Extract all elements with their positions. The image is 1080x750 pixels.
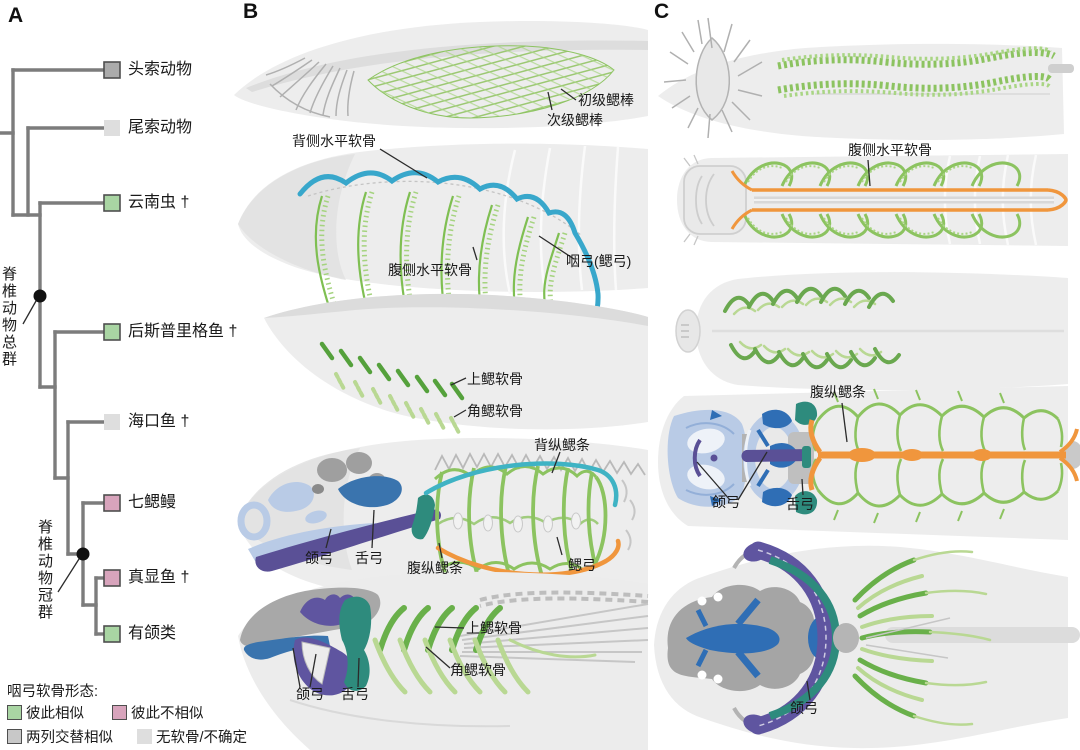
panel-c-letter: C	[654, 0, 670, 23]
phylogenetic-tree	[0, 61, 121, 643]
panel-c-artwork	[654, 17, 1080, 749]
label-dorsal-horizontal-cartilage: 背侧水平软骨	[292, 133, 376, 149]
total-group-pointer-line	[22, 300, 37, 325]
label-hyoid-arch-lamprey-c: 舌弓	[786, 496, 814, 512]
legend-swatch-alternating	[7, 729, 22, 744]
legend-swatch-dissimilar	[112, 705, 127, 720]
label-ventral-horizontal-cartilage-c: 腹侧水平软骨	[848, 142, 932, 158]
tip-label-euphanerops: 真显鱼 †	[128, 569, 190, 586]
label-branchial-arch: 鳃弓	[568, 557, 596, 573]
label-ceratobranchial-sprigg: 角鳃软骨	[467, 403, 523, 419]
gnathostome-ventral	[654, 541, 1080, 749]
gill-basket	[367, 45, 615, 119]
panel-b-artwork	[234, 20, 649, 750]
label-pharyngeal-arch: 咽弓(鳃弓)	[566, 253, 632, 269]
tip-label-haikouichthys: 海口鱼 †	[128, 413, 190, 430]
tail-squiggles	[621, 479, 636, 551]
legend-item-dissimilar: 彼此不相似	[112, 702, 204, 723]
oral-cirri	[265, 57, 355, 118]
crown-group-node-dot	[76, 547, 90, 561]
hyoid-elements	[795, 401, 818, 515]
label-secondary-gill-bar: 次级鳃棒	[547, 112, 603, 128]
label-epibranchial-gnath: 上鳃软骨	[466, 620, 522, 636]
dorsal-longitudinal-rod	[423, 461, 619, 508]
lamprey-lateral	[237, 437, 648, 603]
oral-cirri-rosette	[663, 17, 763, 139]
postsprigg-dorsal	[675, 272, 1068, 391]
legend-item-none: 无软骨/不确定	[137, 726, 247, 747]
ceratobranchial-row	[334, 372, 461, 435]
label-ventral-horizontal-cartilage: 腹侧水平软骨	[388, 262, 472, 278]
legend-swatch-similar	[7, 705, 22, 720]
label-epibranchial-sprigg: 上鳃软骨	[467, 371, 523, 387]
ceratobranchials	[372, 637, 597, 695]
branchial-fan-light	[856, 550, 992, 726]
total-group-label: 脊椎动物总群	[0, 266, 17, 368]
label-ceratobranchial-gnath: 角鳃软骨	[450, 662, 506, 678]
tip-label-tunicata: 尾索动物	[128, 119, 193, 136]
dorsal-horizontal-rod	[297, 170, 601, 341]
dorsal-gill-ray-nubs	[434, 452, 646, 476]
label-mandibular-arch-lamprey-b: 颌弓	[305, 550, 333, 566]
legend-label-dissimilar: 彼此不相似	[131, 706, 204, 722]
legend-label-none: 无软骨/不确定	[156, 730, 248, 746]
label-mandibular-arch-gnath-b: 颌弓	[296, 686, 324, 702]
legend-item-alternating: 两列交替相似	[7, 726, 113, 747]
total-group-node-dot	[33, 289, 47, 303]
amphioxus-lateral	[234, 20, 648, 129]
tree-branches	[0, 68, 106, 636]
hyoid-bar	[411, 494, 435, 540]
label-dorsal-longitudinal-rod: 背纵鳃条	[534, 437, 590, 453]
label-hyoid-arch-gnath-b: 舌弓	[341, 686, 369, 702]
mouth-gap	[301, 641, 331, 685]
hyoid-arch	[339, 596, 372, 691]
anterior-plate	[667, 409, 748, 507]
panel-a-letter: A	[8, 4, 24, 27]
tip-label-yunnanozoon: 云南虫 †	[128, 194, 190, 211]
crown-group-pointer-line	[57, 558, 80, 593]
tip-label-cephalochordata: 头索动物	[128, 61, 193, 78]
epibranchial-row	[319, 341, 465, 401]
tip-state-squares	[103, 61, 121, 643]
gnathostome-lateral	[238, 571, 649, 750]
label-mandibular-arch-lamprey-c: 颌弓	[712, 494, 740, 510]
ventral-longitudinal-rod	[435, 538, 621, 577]
label-ventral-longitudinal-rod-b: 腹纵鳃条	[407, 560, 463, 576]
label-primary-gill-bar: 初级鳃棒	[578, 92, 634, 108]
tip-label-gnathostomes: 有颌类	[128, 625, 177, 642]
gill-rays	[459, 603, 649, 663]
crown-group-label: 脊椎动物冠群	[36, 519, 53, 621]
lower-arch-row	[729, 340, 901, 370]
tip-label-postsprigg-fish: 后斯普里格鱼 †	[128, 323, 238, 340]
lamprey-ventral	[658, 386, 1080, 540]
mandibular-bar	[255, 509, 441, 572]
neurocranium-blue	[338, 476, 402, 508]
legend-label-alternating: 两列交替相似	[26, 730, 113, 746]
legend-item-similar: 彼此相似	[7, 702, 84, 723]
feathery-arches	[742, 161, 1022, 239]
segment-lines	[502, 145, 620, 295]
yunnanozoon-ventral	[677, 154, 1068, 246]
notochord-braid	[479, 590, 649, 608]
legend-label-similar: 彼此相似	[26, 706, 84, 722]
branchial-fan-dark	[852, 557, 933, 719]
trabecular-blue	[686, 597, 780, 679]
tip-label-lamprey: 七鳃鳗	[128, 494, 177, 511]
label-ventral-longitudinal-rod-c: 腹纵鳃条	[810, 384, 866, 400]
upper-arch-row	[723, 286, 895, 316]
panel-b-letter: B	[243, 0, 259, 23]
label-hyoid-arch-lamprey-b: 舌弓	[355, 550, 383, 566]
postsprigg-lateral	[264, 293, 648, 435]
legend-title: 咽弓软骨形态:	[7, 684, 99, 700]
ventral-horizontal-rods	[730, 170, 1068, 230]
label-mandibular-arch-gnath-c: 颌弓	[790, 700, 818, 716]
gill-pores	[453, 512, 581, 533]
gill-bar-rows	[777, 46, 1056, 98]
mandibular-median-bar	[741, 449, 810, 462]
legend-swatch-none	[137, 729, 152, 744]
amphioxus-dorsal	[658, 17, 1074, 140]
